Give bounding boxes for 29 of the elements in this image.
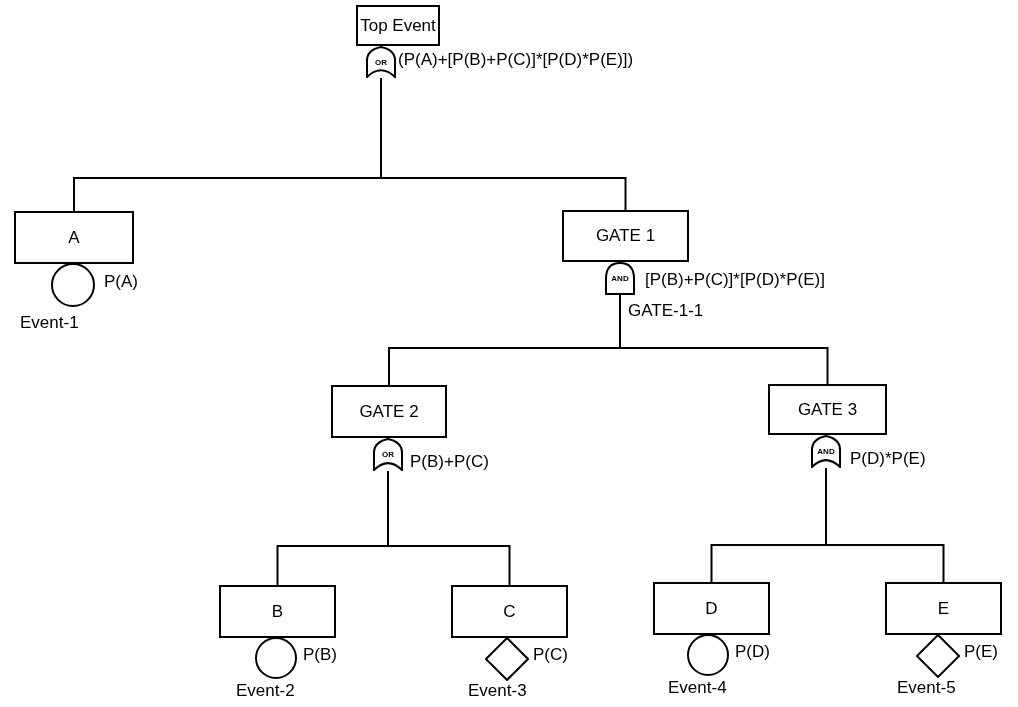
basic-event-circle [255,637,297,679]
or-gate-symbol: OR [366,46,396,78]
connector-line [825,467,945,583]
and-gate-symbol: AND [605,262,635,295]
event-box: B [219,585,336,638]
event-name-label: Event-3 [468,681,527,701]
probability-expression: P(B)+P(C) [410,452,489,472]
or-gate-symbol: AND [811,435,841,468]
or-gate-symbol: OR [373,438,403,471]
probability-label: P(D) [735,642,770,662]
probability-label: P(E) [964,642,998,662]
event-box: D [653,582,770,635]
basic-event-circle [687,634,729,676]
probability-expression: P(D)*P(E) [850,449,926,469]
connector-line [387,470,511,586]
event-name-label: Event-4 [668,678,727,698]
probability-expression: (P(A)+[P(B)+P(C)]*[P(D)*P(E)]) [398,50,634,70]
event-box: A [14,211,134,264]
connector-line [380,77,627,211]
event-name-label: Event-5 [897,678,956,698]
probability-label: P(B) [303,645,337,665]
probability-expression: [P(B)+P(C)]*[P(D)*P(E)] [645,270,825,290]
event-name-label: Event-1 [20,313,79,333]
basic-event-circle [51,263,95,307]
gate-id-label: GATE-1-1 [628,301,704,321]
probability-label: P(C) [533,645,568,665]
probability-label: P(A) [104,272,138,292]
event-name-label: Event-2 [236,681,295,701]
connector-line [619,294,829,385]
